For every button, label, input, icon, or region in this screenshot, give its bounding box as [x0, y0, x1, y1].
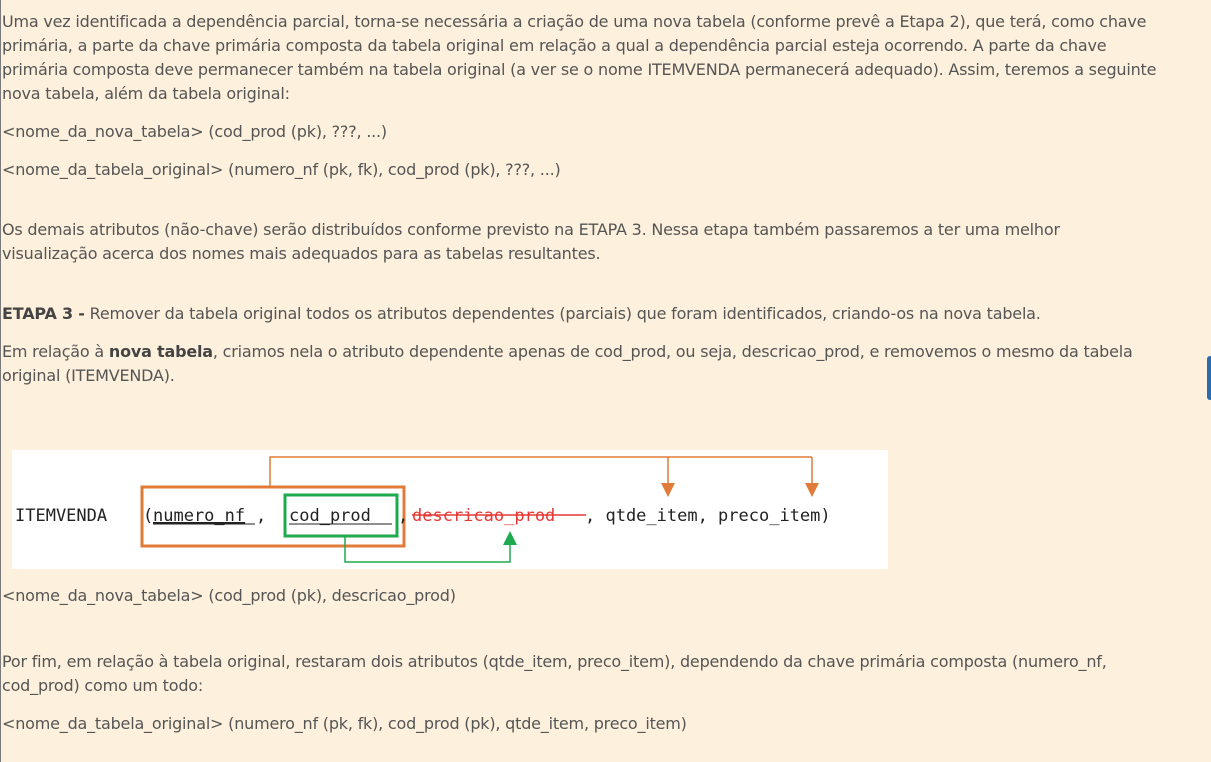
svg-text:ITEMVENDA: ITEMVENDA [15, 506, 107, 526]
side-scroll-tab[interactable] [1207, 356, 1211, 400]
paragraph-1-line-3: primária composta deve permanecer também… [2, 60, 1157, 79]
green-arrowhead [503, 531, 517, 545]
etapa3-paragraph: ETAPA 3 - Remover da tabela original tod… [2, 302, 1211, 326]
dependency-diagram-svg: ITEMVENDA ( numero_nf , cod_prod , descr… [15, 456, 831, 563]
paragraph-2-line-1: Os demais atributos (não-chave) serão di… [2, 220, 1060, 239]
paragraph-2-line-2: visualização acerca dos nomes mais adequ… [2, 244, 601, 263]
diagram-attr-cod-prod: cod_prod [289, 506, 371, 526]
partial-key-box [283, 493, 399, 538]
paragraph-4-line-1: Por fim, em relação à tabela original, r… [2, 652, 1107, 671]
diagram-open-paren: ( [143, 506, 153, 526]
left-border [0, 0, 1, 762]
schema-new-table-final: <nome_da_nova_tabela> (cod_prod (pk), de… [2, 586, 456, 605]
document-body: Uma vez identificada a dependência parci… [2, 10, 1211, 388]
paragraph-3-line-1: Em relação à nova tabela, criamos nela o… [2, 340, 1211, 364]
dependency-diagram: ITEMVENDA ( numero_nf , cod_prod , descr… [12, 450, 888, 569]
schema-original-table-final: <nome_da_tabela_original> (numero_nf (pk… [2, 714, 687, 733]
composite-key-box [140, 485, 406, 548]
p3-pre: Em relação à [2, 342, 109, 361]
orange-dependency-line [269, 456, 812, 487]
diagram-rest-attrs: , qtde_item, preco_item) [585, 506, 831, 526]
schema-new-table: <nome_da_nova_tabela> (cod_prod (pk), ??… [2, 122, 387, 141]
etapa3-text: Remover da tabela original todos os atri… [84, 304, 1041, 323]
paragraph-1-line-4: nova tabela, além da tabela original: [2, 84, 290, 103]
diagram-comma-2: , [398, 506, 408, 526]
diagram-table-name: ITEMVENDA [15, 506, 107, 526]
orange-arrowhead-qtde [661, 483, 675, 497]
etapa3-label: ETAPA 3 - [2, 304, 85, 323]
diagram-attr-numero-nf: numero_nf [153, 506, 245, 526]
p3-bold: nova tabela [108, 342, 213, 361]
paragraph-1-line-1: Uma vez identificada a dependência parci… [2, 12, 1147, 31]
diagram-comma-1: , [256, 506, 266, 526]
paragraph-4-line-2: cod_prod) como um todo: [2, 676, 204, 695]
document-body-lower: <nome_da_nova_tabela> (cod_prod (pk), de… [2, 584, 1211, 736]
orange-arrowhead-preco [805, 483, 819, 497]
diagram-attr-descricao-prod: descricao_prod [412, 506, 555, 526]
green-dependency-line [344, 536, 511, 563]
paragraph-1-line-2: primária, a parte da chave primária comp… [2, 36, 1107, 55]
p3-post: , criamos nela o atributo dependente ape… [212, 342, 1133, 361]
schema-original-table: <nome_da_tabela_original> (numero_nf (pk… [2, 160, 561, 179]
paragraph-3-line-2: original (ITEMVENDA). [2, 366, 175, 385]
